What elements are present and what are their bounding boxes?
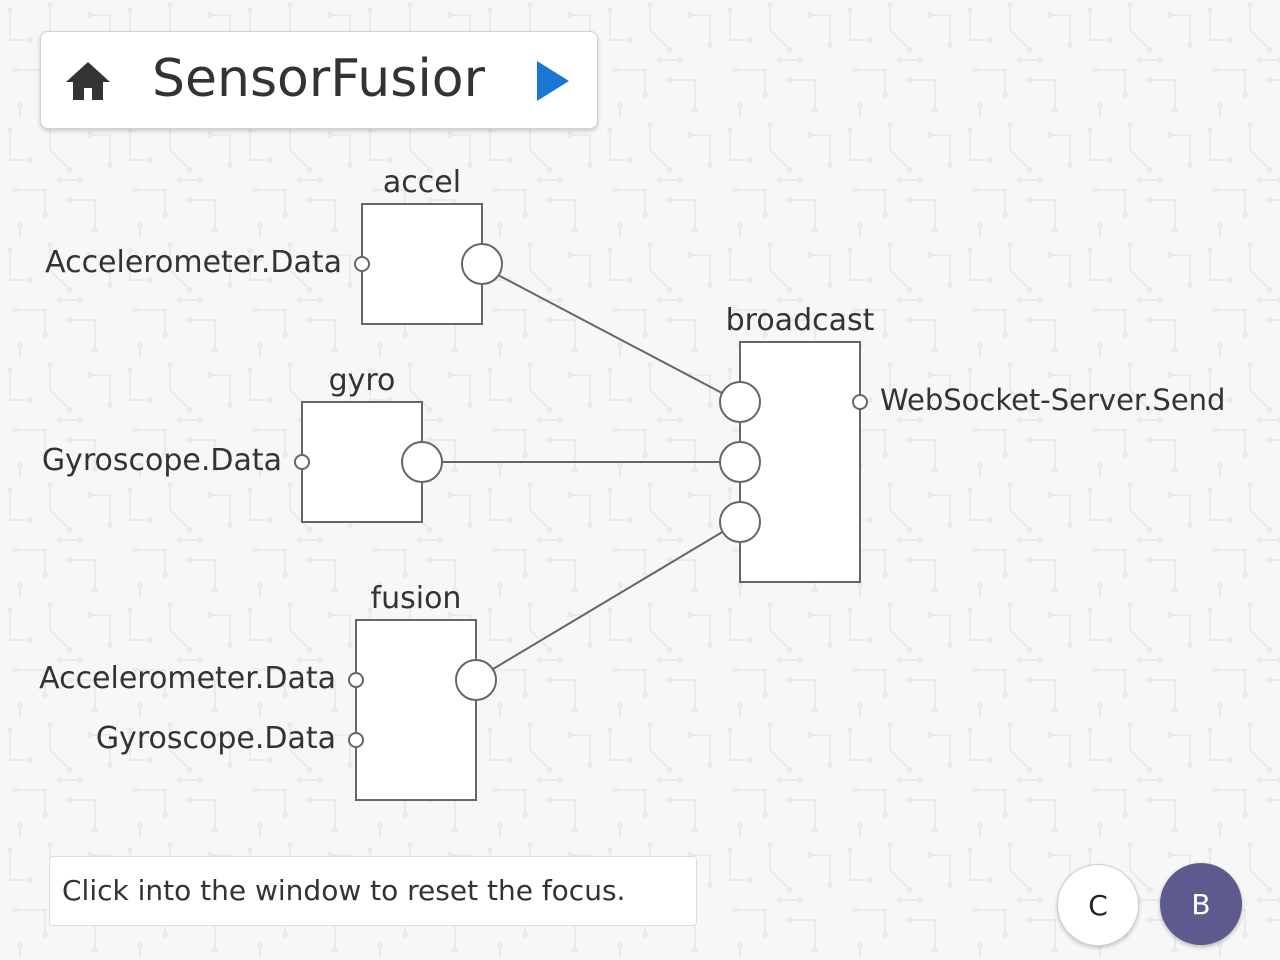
input-port-label: Accelerometer.Data bbox=[45, 245, 342, 280]
output-port[interactable] bbox=[461, 243, 503, 285]
receive-port[interactable] bbox=[719, 441, 761, 483]
connection-fusion-broadcast[interactable] bbox=[492, 530, 725, 670]
home-icon bbox=[66, 62, 110, 100]
app-header: SensorFusior bbox=[40, 31, 598, 129]
run-button[interactable] bbox=[533, 59, 573, 103]
input-port-label: Accelerometer.Data bbox=[39, 661, 336, 696]
output-port[interactable] bbox=[852, 394, 868, 410]
input-port[interactable] bbox=[354, 256, 370, 272]
receive-port[interactable] bbox=[719, 381, 761, 423]
app-title: SensorFusior bbox=[152, 49, 485, 109]
component-label: fusion bbox=[371, 581, 462, 616]
input-port-label: Gyroscope.Data bbox=[96, 721, 336, 756]
receive-port[interactable] bbox=[719, 501, 761, 543]
component-fusion[interactable]: fusion Accelerometer.Data Gyroscope.Data bbox=[39, 581, 497, 801]
play-icon bbox=[537, 61, 569, 101]
b-button[interactable]: B bbox=[1160, 863, 1242, 945]
connection-accel-broadcast[interactable] bbox=[497, 274, 723, 394]
component-label: gyro bbox=[329, 363, 396, 398]
output-port[interactable] bbox=[455, 659, 497, 701]
component-accel[interactable]: accel Accelerometer.Data bbox=[45, 165, 503, 325]
input-port[interactable] bbox=[348, 732, 364, 748]
output-port-label: WebSocket-Server.Send bbox=[880, 383, 1225, 417]
c-button[interactable]: C bbox=[1057, 864, 1139, 946]
component-label: accel bbox=[383, 165, 461, 200]
input-port[interactable] bbox=[348, 672, 364, 688]
status-message: Click into the window to reset the focus… bbox=[49, 856, 697, 926]
output-port[interactable] bbox=[401, 441, 443, 483]
component-broadcast[interactable]: broadcast WebSocket-Server.Send bbox=[719, 303, 1225, 583]
component-gyro[interactable]: gyro Gyroscope.Data bbox=[42, 363, 443, 523]
input-port[interactable] bbox=[294, 454, 310, 470]
input-port-label: Gyroscope.Data bbox=[42, 443, 282, 478]
component-label: broadcast bbox=[726, 303, 875, 338]
home-button[interactable] bbox=[63, 58, 113, 104]
